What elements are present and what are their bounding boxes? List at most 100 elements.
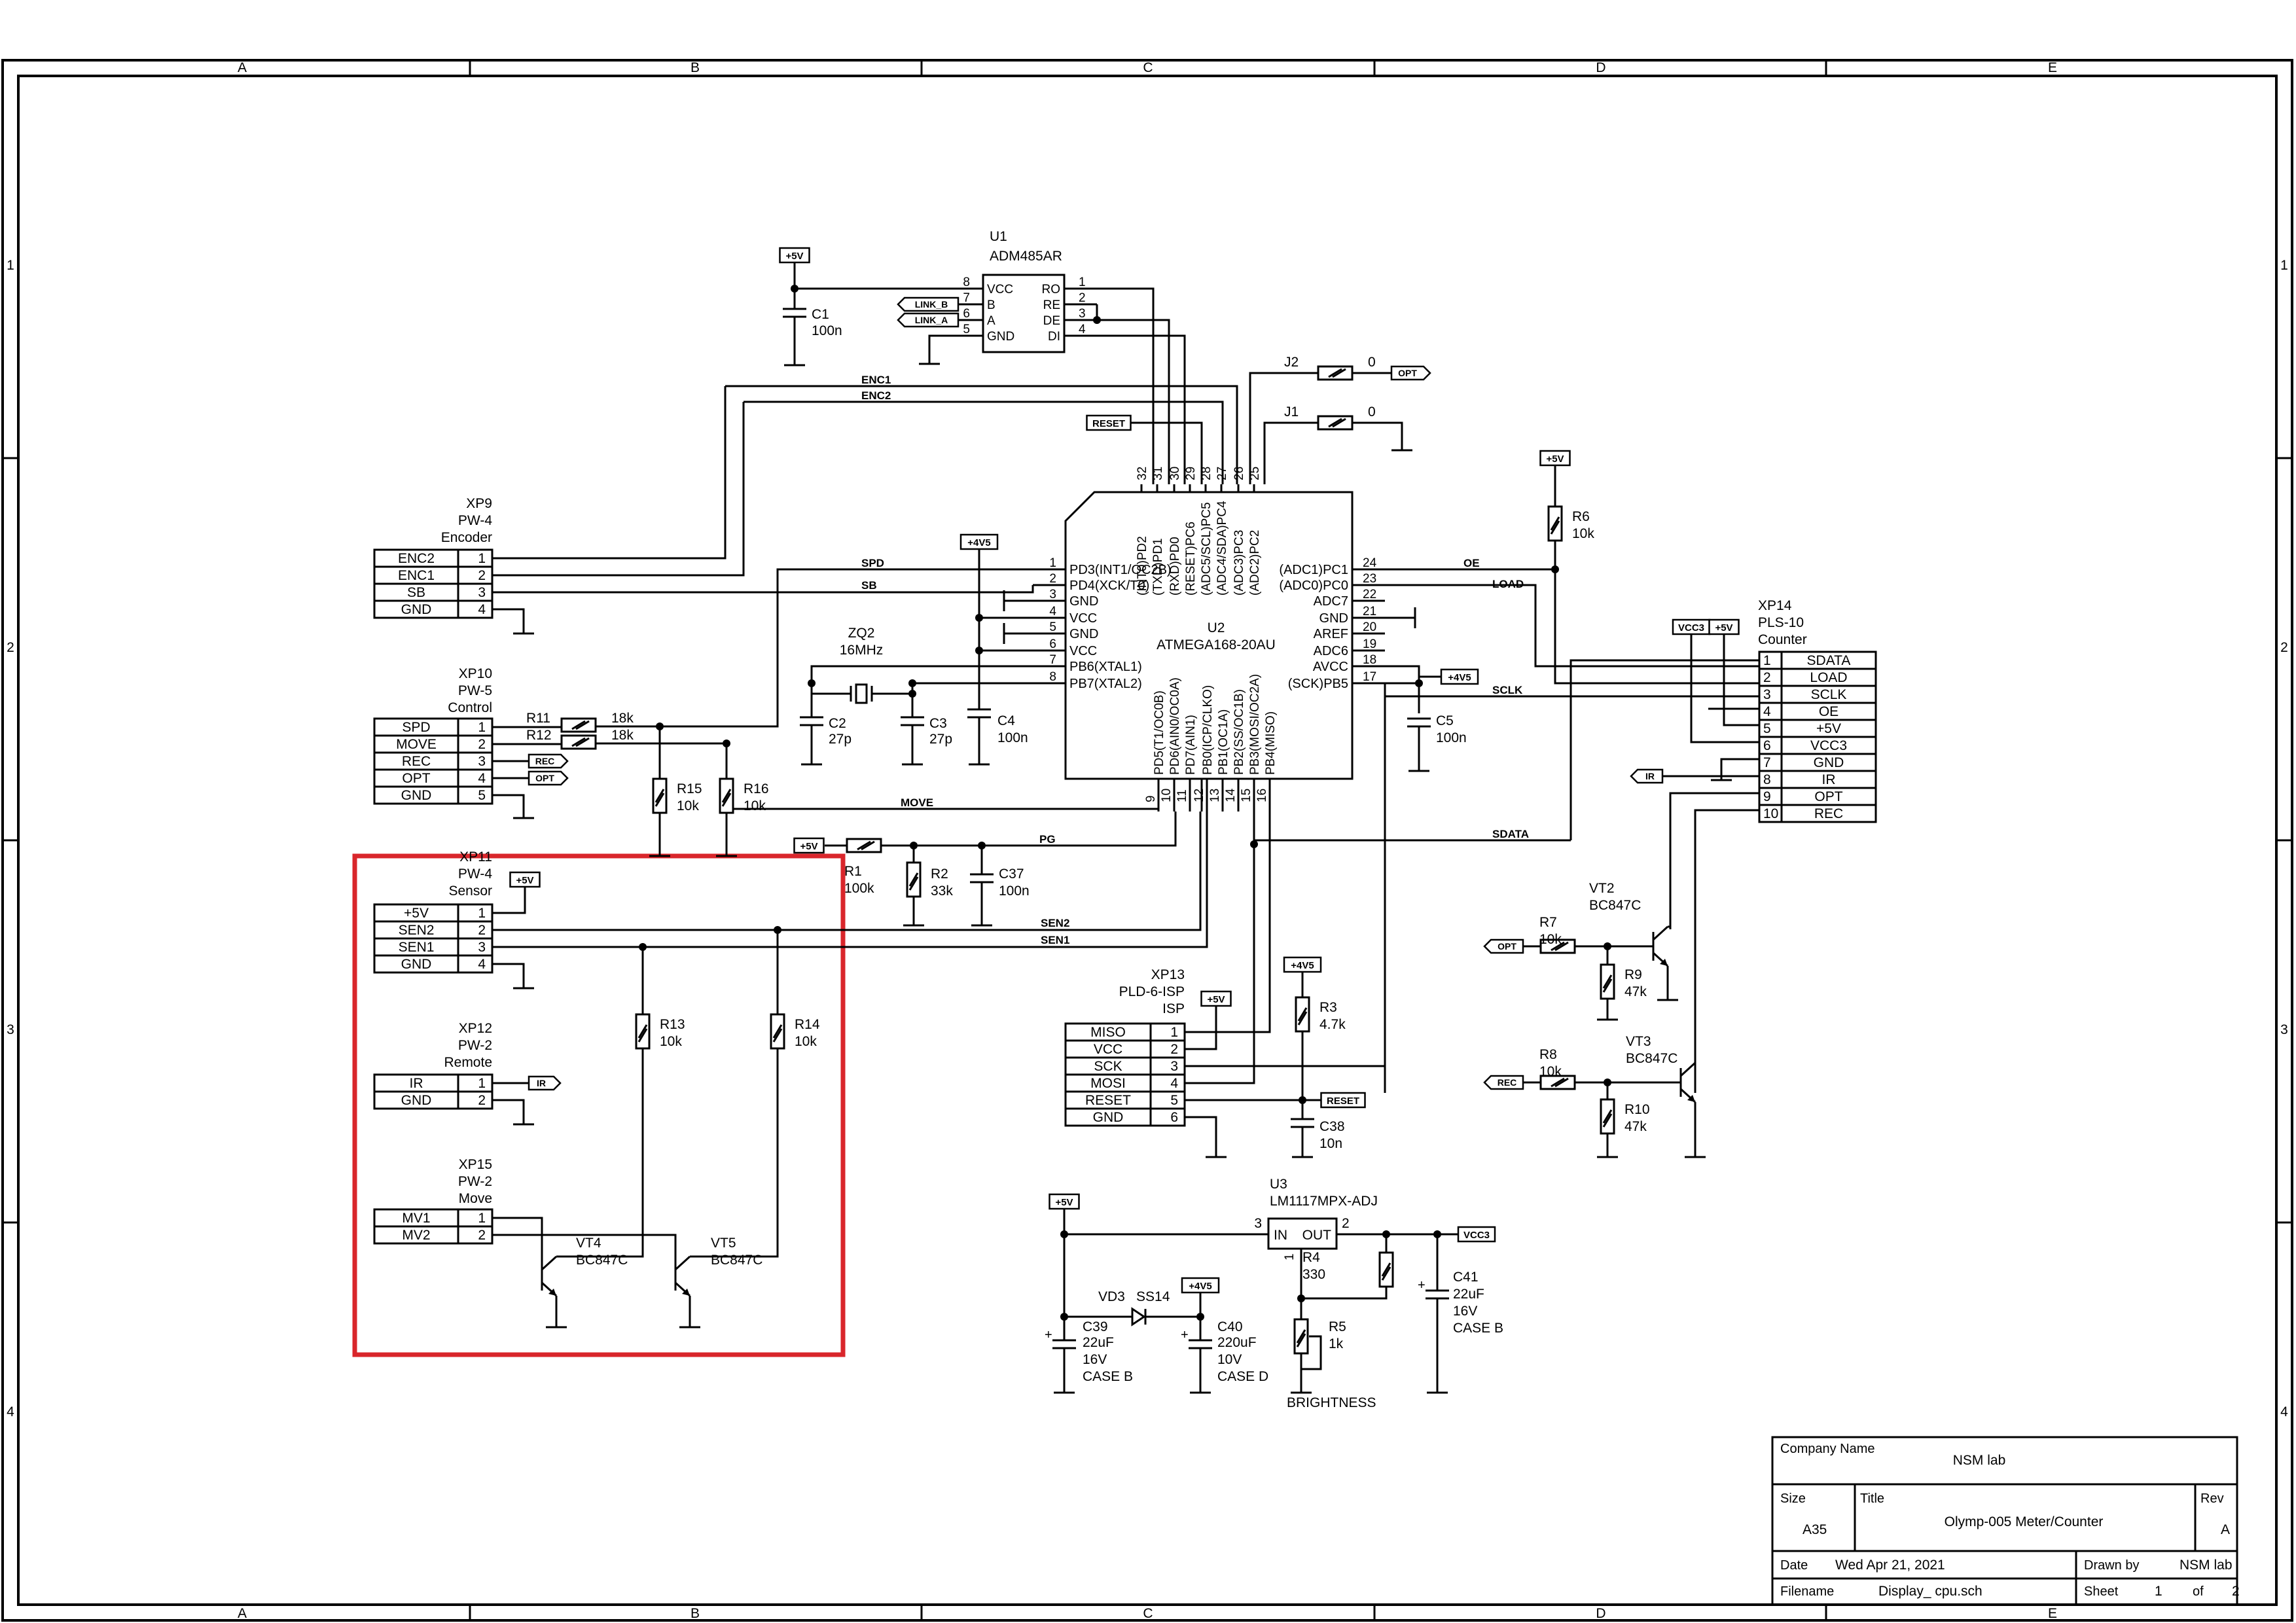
resistor-hatch <box>575 720 590 730</box>
r7-value: 10k <box>1539 932 1562 947</box>
offpage-flag-shape <box>1483 1075 1524 1090</box>
connector-pin-label: IR <box>410 1076 423 1091</box>
frame-row-marker: 1 <box>7 258 14 273</box>
ground-icon <box>969 753 990 766</box>
wire <box>810 665 1033 683</box>
u2-pin-name: PB3(MOSI/OC2A) <box>1248 674 1262 775</box>
connector-pin-label: REC <box>402 754 431 769</box>
connector-pin-label: MV2 <box>402 1228 430 1243</box>
ground-icon <box>679 1315 700 1329</box>
net-tag-text: +5V <box>785 251 803 262</box>
transistor-collector <box>1679 1061 1696 1077</box>
ground-icon <box>919 352 940 365</box>
u2-pin-number: 7 <box>1049 653 1056 667</box>
resistor-hatch <box>908 876 919 891</box>
wire <box>1301 1335 1322 1370</box>
net-label-move: MOVE <box>901 796 933 809</box>
junction-dot <box>1196 1313 1204 1321</box>
frame-row-marker: 3 <box>2280 1022 2288 1037</box>
rev-label: Rev <box>2200 1491 2224 1506</box>
c41-ref: C41 <box>1453 1270 1479 1285</box>
xp15-ref: XP15 <box>459 1157 492 1172</box>
frame-column-marker: A <box>238 1606 247 1621</box>
wire <box>1352 421 1403 438</box>
connector-cell <box>457 920 493 940</box>
u2-pin-name: (ADC5/SCL)PC5 <box>1200 502 1213 596</box>
connector-pin-label: GND <box>401 788 432 803</box>
flag-opt-vt2: OPT <box>1483 938 1524 954</box>
net-tag-5v-r6: +5V <box>1539 450 1571 467</box>
junction-dot <box>908 679 916 687</box>
wire <box>1124 421 1203 484</box>
junction-dot <box>791 285 798 293</box>
connector-pin-number: 3 <box>1763 687 1771 702</box>
connector-pin-number: 2 <box>478 1093 486 1108</box>
connector-pin-label: GND <box>1814 755 1844 770</box>
u3-pin-number: 2 <box>1342 1216 1350 1231</box>
wire <box>793 263 950 290</box>
offpage-flag-shape <box>528 1075 562 1091</box>
wire <box>492 812 1208 948</box>
of-label: of <box>2193 1584 2204 1599</box>
connector-pin-number: 3 <box>478 585 486 600</box>
wire <box>1185 1007 1217 1050</box>
wire <box>1185 1116 1217 1145</box>
resistor-hatch <box>1297 1007 1308 1022</box>
u3-out-label: OUT <box>1302 1228 1332 1243</box>
net-tag-box <box>960 533 999 550</box>
r14-ref: R14 <box>795 1017 820 1032</box>
u1-ic-body <box>982 274 1066 353</box>
resistor-hatch <box>637 1028 648 1043</box>
connector-pin-label: OPT <box>402 771 430 786</box>
r3-ref: R3 <box>1319 1000 1337 1015</box>
title-value: Olymp-005 Meter/Counter <box>1945 1514 2104 1529</box>
connector-pin-label: REC <box>1814 806 1843 821</box>
resistor-hatch <box>1554 1077 1569 1088</box>
connector-pin-label: MOVE <box>396 737 437 752</box>
connector-pin-label: MOSI <box>1090 1076 1126 1091</box>
resistor-hatch <box>571 720 586 730</box>
net-tag-text: +4V5 <box>1189 1281 1211 1292</box>
junction-dot <box>1433 1230 1441 1238</box>
u1-pin-name: B <box>987 298 996 312</box>
polarity-mark: + <box>1418 1278 1426 1293</box>
u2-pin-number: 2 <box>1049 572 1056 586</box>
resistor-hatch <box>1332 418 1346 428</box>
u2-pin-number: 31 <box>1151 467 1165 480</box>
net-label-oe: OE <box>1463 557 1480 569</box>
u2-pin-number: 14 <box>1224 788 1238 802</box>
vd3-value: SS14 <box>1136 1289 1170 1304</box>
c4-value: 100n <box>997 730 1028 745</box>
r4-value: 330 <box>1302 1267 1325 1282</box>
c2-ref: C2 <box>829 716 846 731</box>
u2-part: ATMEGA168-20AU <box>1157 637 1276 652</box>
net-tag-box <box>1440 668 1479 685</box>
u2-pin-number: 19 <box>1363 637 1376 651</box>
net-label-sen1: SEN1 <box>1041 934 1069 946</box>
r12-ref: R12 <box>526 728 552 743</box>
net-tag-text: +5V <box>800 841 817 852</box>
xp11-type: PW-4 <box>458 866 492 882</box>
transistor-arrow <box>1660 959 1668 966</box>
junction-dot <box>656 722 664 730</box>
offpage-flag-text: OPT <box>535 773 554 783</box>
connector-pin-label: +5V <box>1816 721 1841 736</box>
connector-pin-number: 2 <box>478 1228 486 1243</box>
xp15-type: PW-2 <box>458 1174 492 1189</box>
connector-cell <box>1149 1039 1186 1059</box>
ground-icon <box>1003 590 1013 611</box>
sheet-total: 2 <box>2232 1584 2240 1599</box>
connector-pin-number: 4 <box>478 771 486 786</box>
frame-row-marker: 4 <box>7 1404 14 1419</box>
net-tag-box <box>1457 1226 1496 1243</box>
wire <box>1690 635 1759 743</box>
frame-column-marker: B <box>691 1606 700 1621</box>
flag-link-b: LINK_B <box>897 296 960 312</box>
connector-pin-number: 1 <box>1763 653 1771 668</box>
resistor-hatch <box>1332 368 1346 378</box>
component-symbols: +5VLINK_BLINK_ARESETOPT+4V5+5V+4V5VCC3+5… <box>3 60 2292 1620</box>
u1-part: ADM485AR <box>990 249 1062 264</box>
ground-icon <box>1206 1145 1227 1158</box>
filename-value: Display_ cpu.sch <box>1878 1584 1982 1599</box>
offpage-flag-shape <box>1630 768 1664 784</box>
